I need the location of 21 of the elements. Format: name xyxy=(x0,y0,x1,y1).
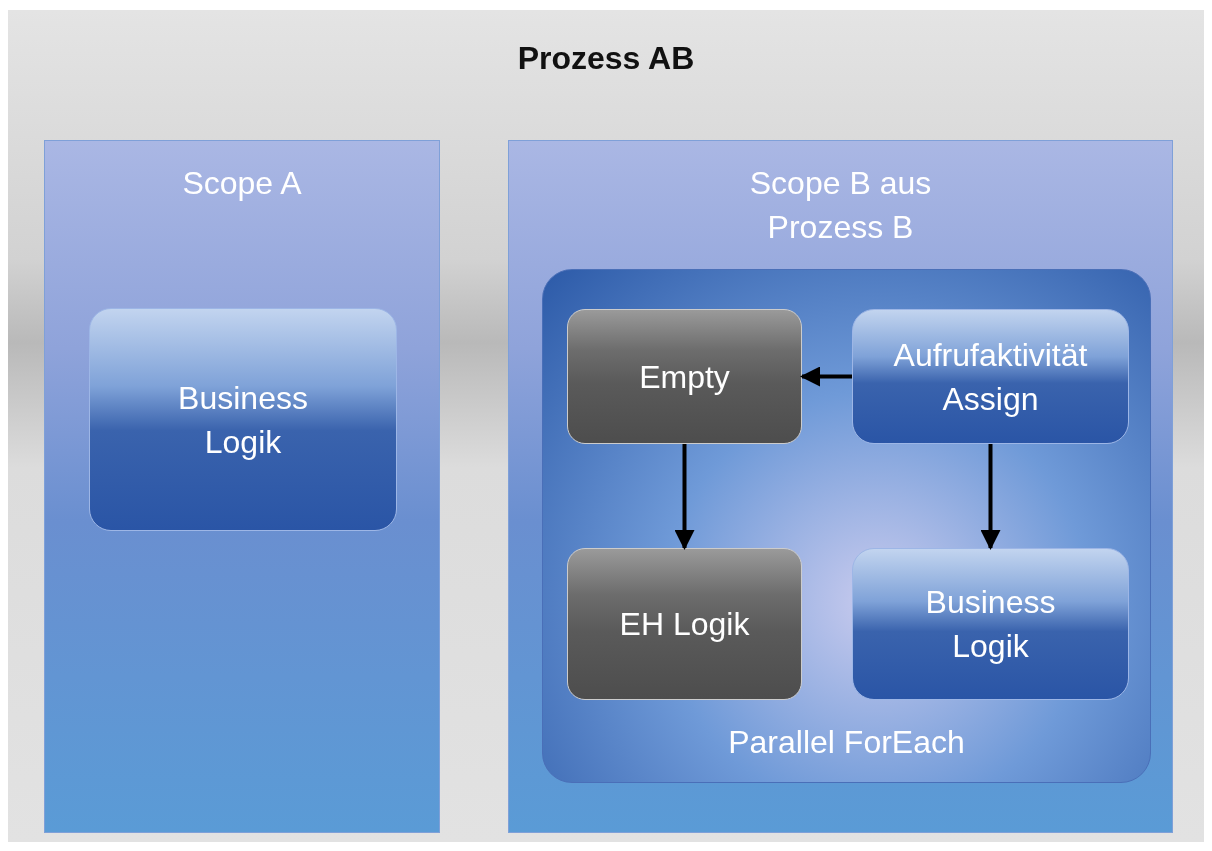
activity-label: Business Logik xyxy=(177,378,309,462)
activity-box xyxy=(852,309,1129,444)
container-label: Scope A xyxy=(181,164,303,203)
activity-box xyxy=(89,308,397,531)
container-label: Scope B aus Prozess B xyxy=(748,164,933,247)
scope-panel xyxy=(508,140,1173,833)
container-label: Prozess AB xyxy=(516,39,696,78)
container-label: Parallel ForEach xyxy=(727,723,966,762)
scope-panel xyxy=(44,140,440,833)
activity-label: Aufrufaktivität Assign xyxy=(892,335,1089,419)
activity-label: EH Logik xyxy=(618,605,751,644)
activity-label: Empty xyxy=(638,357,731,397)
loop-container xyxy=(542,269,1151,783)
activity-box xyxy=(567,548,802,700)
activity-box xyxy=(852,548,1129,700)
arrow xyxy=(980,444,1001,550)
arrow xyxy=(674,444,695,550)
process-panel xyxy=(8,10,1204,842)
arrow xyxy=(800,366,852,387)
activity-box xyxy=(567,309,802,444)
activity-label: Business Logik xyxy=(924,583,1057,666)
